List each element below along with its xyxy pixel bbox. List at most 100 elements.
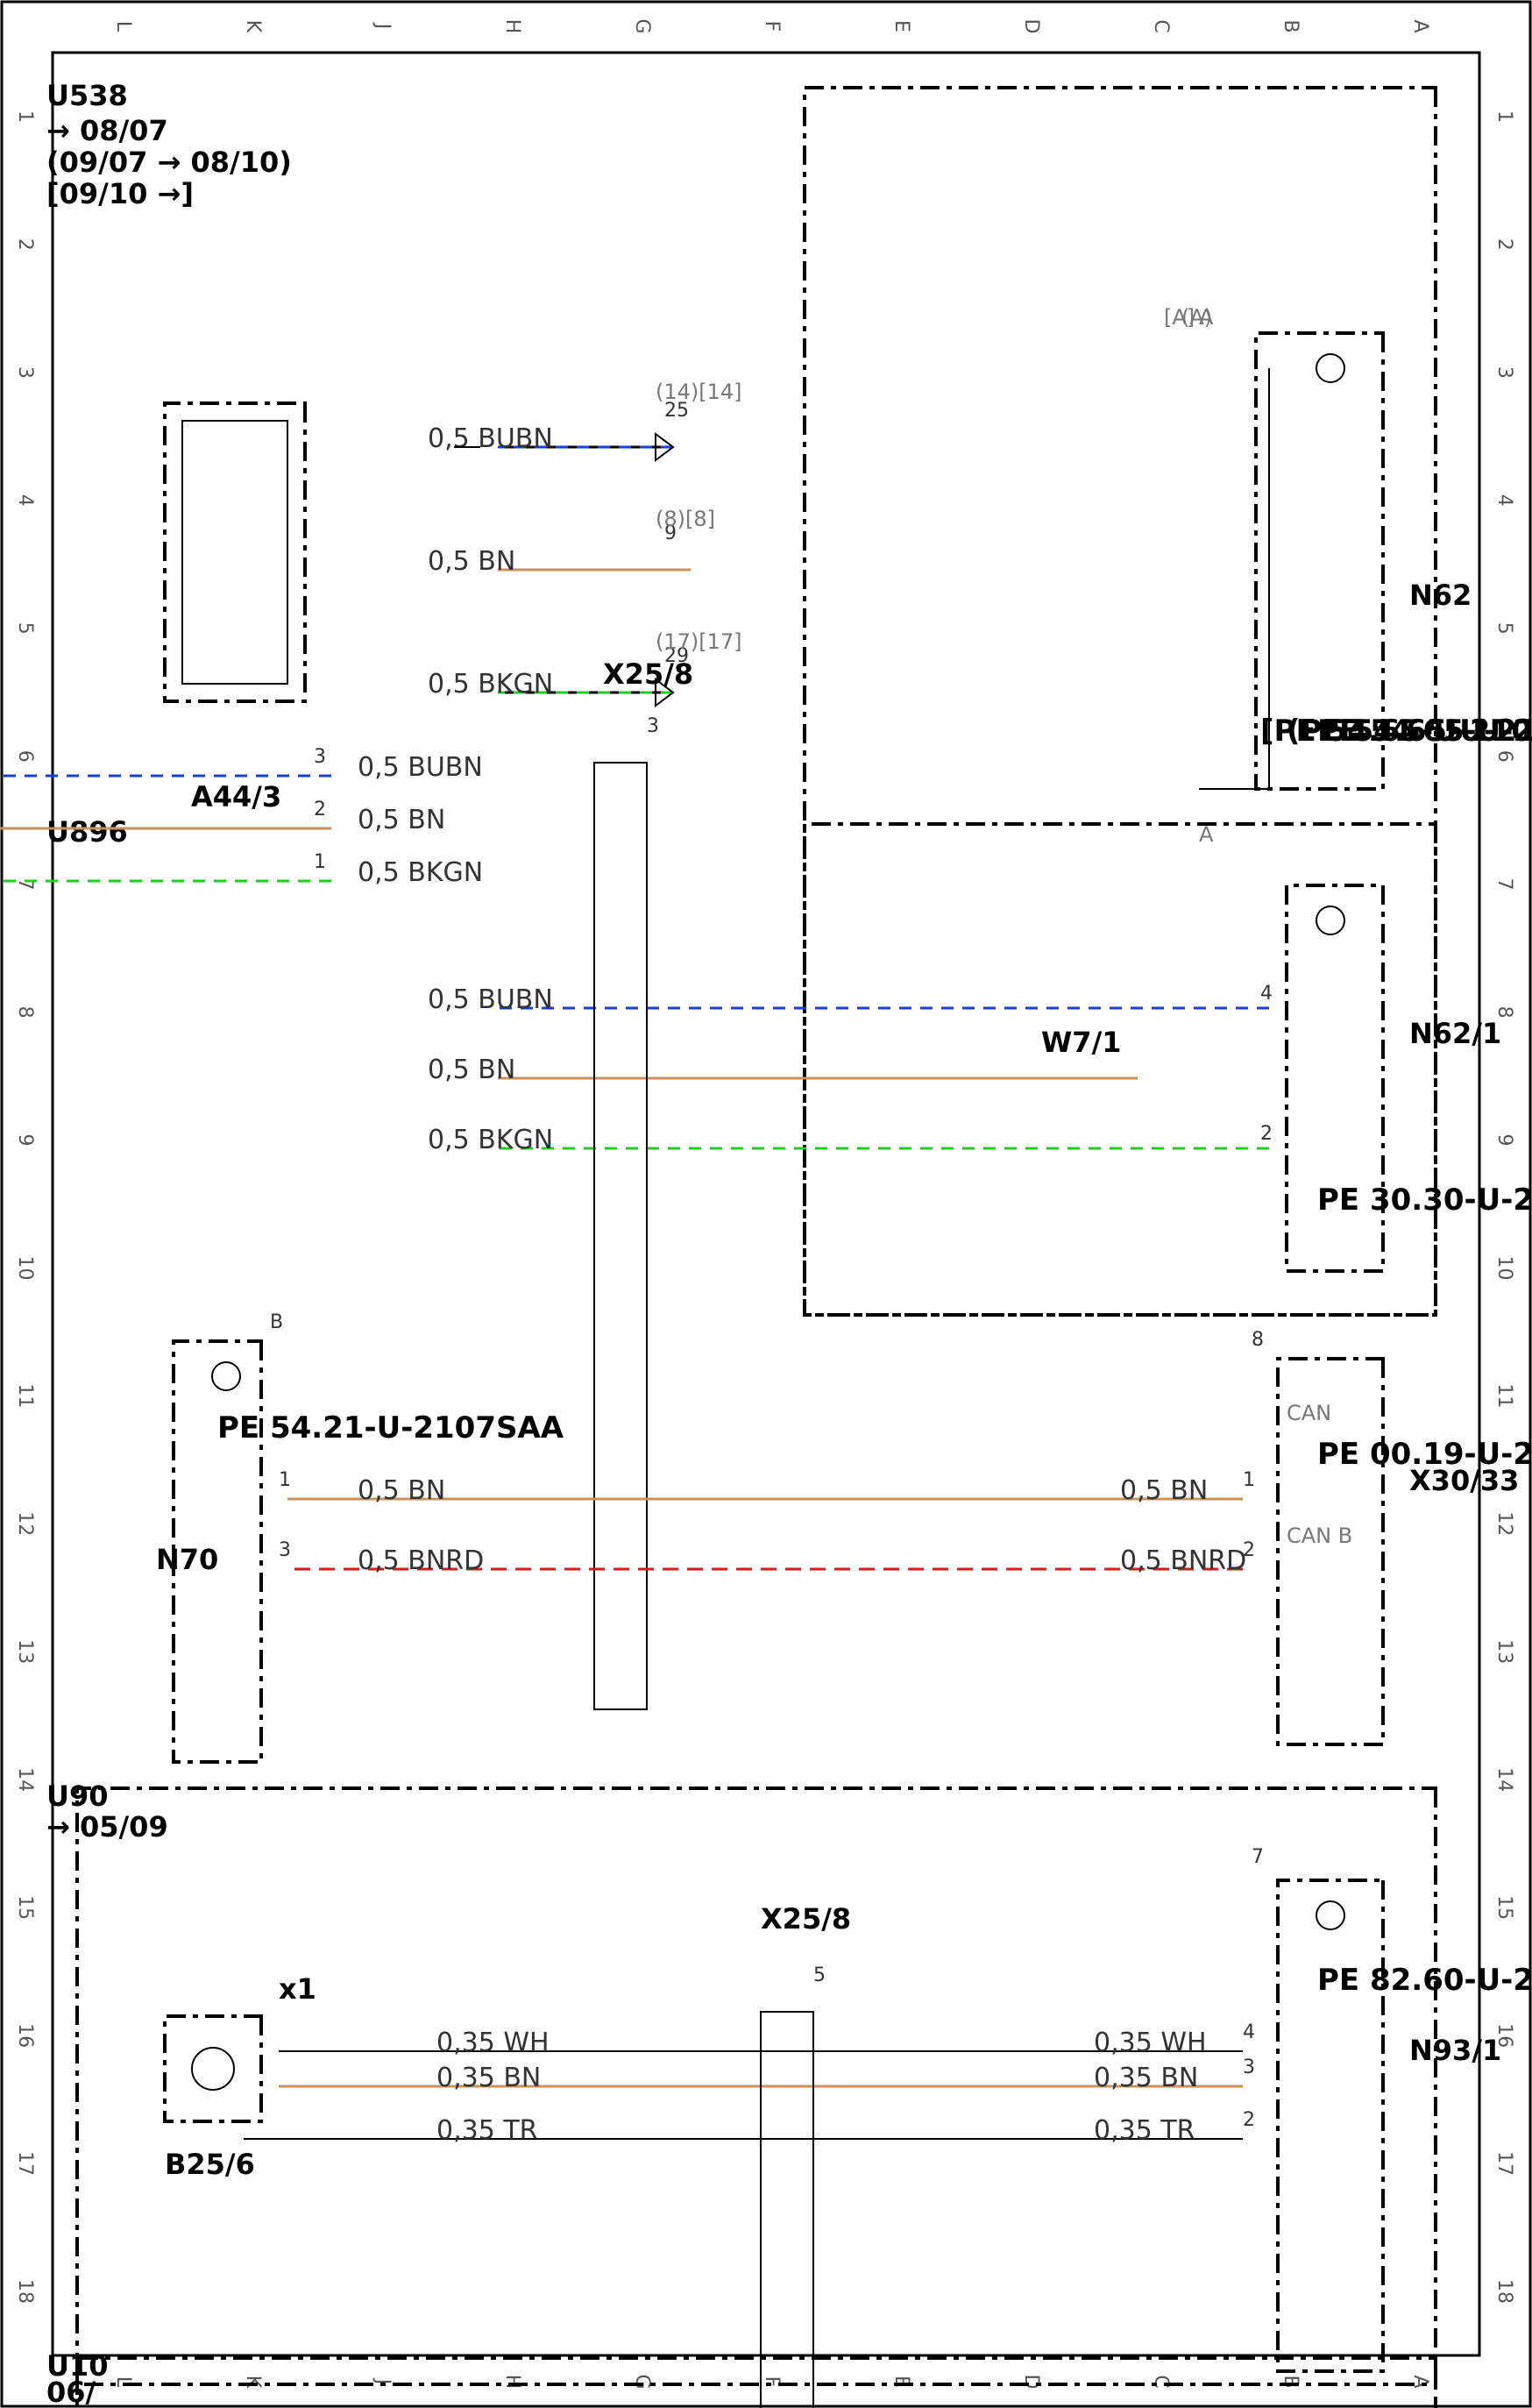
grid-row-label: 3: [14, 366, 36, 379]
x25-8-connector-upper: [593, 762, 648, 1710]
grid-col-label: C: [1150, 19, 1172, 32]
wire-tr-label-left: 0,35 TR: [436, 2115, 538, 2146]
n93-1-conn: 7: [1252, 1846, 1264, 1868]
grid-col-label: G: [631, 18, 653, 33]
wire-bn-035-label-right: 0,35 BN: [1094, 2063, 1198, 2093]
x30-33-canb-label: CAN B: [1287, 1524, 1352, 1548]
n62-pe-ref-1: PE 54.65-U-2101SAA: [1317, 714, 1532, 749]
n70-component-box: [172, 1339, 263, 1764]
u896-block-border: [803, 822, 1437, 1317]
grid-col-label: J: [372, 2377, 394, 2385]
grid-row-label: 14: [14, 1767, 36, 1792]
can-wire-bnrd-label-right: 0,5 BNRD: [1120, 1545, 1246, 1576]
drawing-area-frame: [51, 51, 1481, 2357]
grid-col-label: C: [1150, 2375, 1172, 2388]
n62-pin-9: 9: [664, 522, 677, 544]
n62-1-wire-bn-label: 0,5 BN: [428, 1055, 515, 1085]
n93-1-pin-4: 4: [1243, 2021, 1255, 2043]
a44-3-switch-panel: [181, 420, 288, 685]
grid-row-label: 11: [1493, 1383, 1515, 1408]
a44-3-pin-2: 2: [314, 799, 326, 820]
n62-pin-29-alt: (17)[17]: [656, 629, 742, 654]
can-wire-bn-label-left: 0,5 BN: [358, 1475, 445, 1506]
a44-3-wire-bkgn-label: 0,5 BKGN: [358, 857, 483, 888]
n62-id: N62: [1409, 579, 1472, 612]
a44-3-wire-bubn-label: 0,5 BUBN: [358, 752, 483, 783]
grid-row-label: 1: [1493, 110, 1515, 123]
grid-col-label: D: [1020, 2375, 1042, 2390]
n62-pin-29: 29: [664, 645, 689, 667]
n62-pin-25-alt: (14)[14]: [656, 380, 742, 404]
grid-row-label: 6: [14, 750, 36, 763]
grid-col-label: E: [890, 20, 912, 32]
u90-block-id: U90: [46, 1779, 109, 1813]
n62-1-pin-2: 2: [1260, 1123, 1273, 1145]
wire-wh-label-right: 0,35 WH: [1094, 2028, 1207, 2058]
n70-pin-3: 3: [279, 1539, 291, 1561]
grid-row-label: 4: [14, 494, 36, 507]
u538-note-3: [09/10 →]: [46, 177, 194, 210]
n70-pin-1: 1: [279, 1469, 291, 1491]
x25-8-upper-id: X25/8: [603, 657, 693, 691]
x30-33-conn: 8: [1252, 1329, 1264, 1351]
can-wire-bn-label-right: 0,5 BN: [1120, 1475, 1208, 1506]
n62-conn-a3: [A]: [1164, 305, 1195, 330]
a44-3-pin-1: 1: [314, 851, 326, 873]
u538-note-1: → 08/07: [46, 114, 168, 147]
u10-block-border: [75, 2356, 1437, 2408]
grid-row-label: 5: [1493, 622, 1515, 635]
n70-id: N70: [156, 1543, 218, 1576]
grid-col-label: F: [761, 21, 783, 32]
n62-1-id: N62/1: [1409, 1017, 1501, 1050]
grid-row-label: 9: [14, 1134, 36, 1147]
grid-row-label: 5: [14, 622, 36, 635]
grid-row-label: 1: [14, 110, 36, 123]
grid-row-label: 3: [1493, 366, 1515, 379]
grid-col-label: B: [1280, 19, 1301, 32]
n62-wire-bubn: [498, 432, 675, 462]
grid-row-label: 7: [1493, 878, 1515, 891]
n93-1-pe-ref: PE 82.60-U-2101SAA: [1317, 1963, 1532, 1998]
x30-33-can-label: CAN: [1287, 1401, 1331, 1425]
a44-3-wire-bn-label: 0,5 BN: [358, 805, 445, 835]
grid-row-label: 6: [1493, 750, 1515, 763]
grid-row-label: 16: [14, 2023, 36, 2048]
a44-3-component-box: [163, 401, 307, 703]
grid-row-label: 8: [14, 1006, 36, 1019]
n70-pe-ref: PE 54.21-U-2107SAA: [217, 1410, 564, 1446]
grid-row-label: 15: [1493, 1895, 1515, 1920]
b25-6-id: B25/6: [165, 2148, 255, 2181]
n62-wire-bn-label: 0,5 BN: [428, 546, 515, 577]
n62-1-wire-bubn-label: 0,5 BUBN: [428, 984, 553, 1015]
grid-col-label: K: [242, 2376, 264, 2389]
grid-col-label: B: [1280, 2375, 1301, 2388]
n62-conn-a2: (A): [1181, 305, 1212, 330]
grid-col-label: G: [631, 2374, 653, 2389]
b25-6-sensor-icon: [191, 2047, 235, 2091]
n62-control-unit-icon: [1316, 353, 1345, 383]
n62-1-pin-4: 4: [1260, 983, 1273, 1005]
grid-col-label: D: [1020, 19, 1042, 34]
grid-col-label: H: [501, 19, 523, 34]
u10-note: 06/: [46, 2376, 96, 2408]
grid-col-label: K: [242, 20, 264, 33]
x25-8-lower-conn: 5: [813, 1964, 826, 1986]
n62-pe-ref-2: (PE 54.65-U-2101SAC): [1287, 714, 1532, 749]
x30-33-pin-1: 1: [1243, 1469, 1255, 1491]
wire-tr-label-right: 0,35 TR: [1094, 2115, 1195, 2146]
grid-row-label: 18: [14, 2279, 36, 2304]
grid-row-label: 10: [1493, 1255, 1515, 1280]
grid-row-label: 11: [14, 1383, 36, 1408]
w7-1-label: W7/1: [1041, 1026, 1122, 1059]
x30-33-component-box: [1276, 1357, 1385, 1746]
n93-1-id: N93/1: [1409, 2034, 1501, 2067]
n62-wire-bkgn-label: 0,5 BKGN: [428, 669, 553, 700]
can-wire-bnrd-label-left: 0,5 BNRD: [358, 1545, 484, 1576]
n62-conn-a: A: [1199, 305, 1214, 330]
u538-block-border: [803, 86, 1437, 1317]
n62-pin-9-alt: (8)[8]: [656, 507, 715, 531]
n62-component-box: [1254, 331, 1385, 791]
grid-row-label: 17: [1493, 2151, 1515, 2176]
